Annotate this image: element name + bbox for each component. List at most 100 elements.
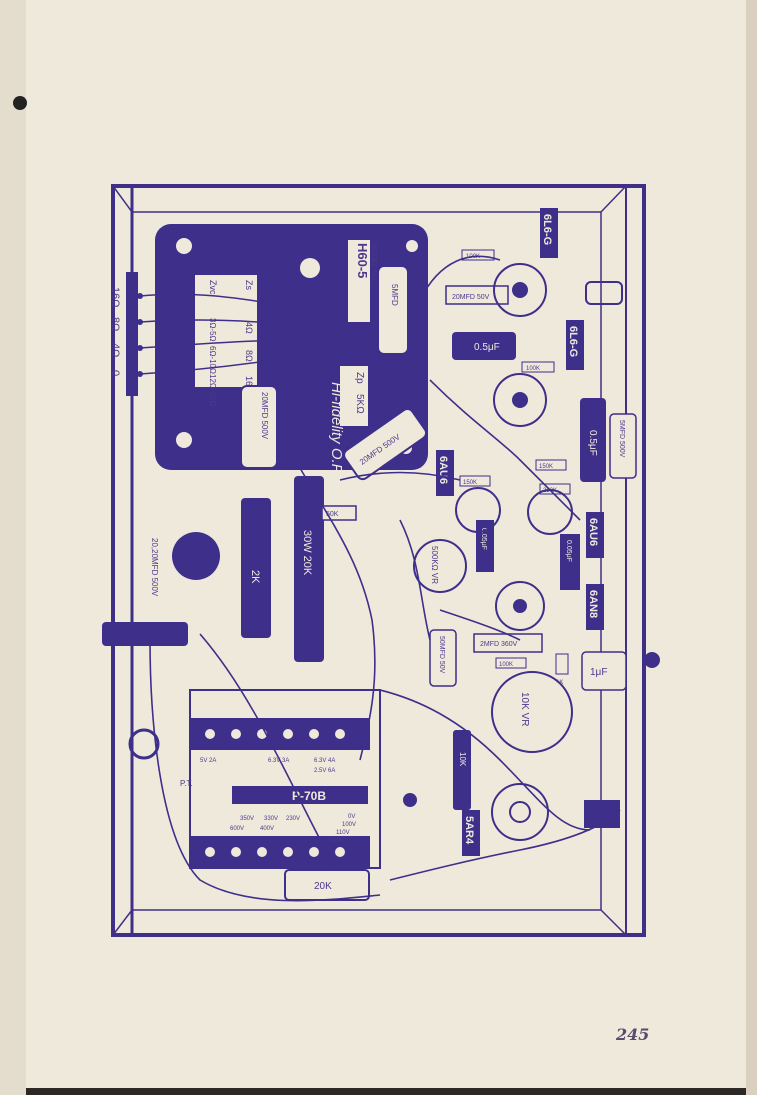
resistor-50k: 50K [321, 505, 357, 521]
pt-hv-1: 350V [240, 816, 254, 822]
resistor-30w-20k: 30W 20K [294, 476, 324, 662]
svg-text:100K: 100K [499, 662, 513, 668]
tube-label-6au6-a: 6AU6 [436, 450, 454, 496]
terminal-0: 0 [109, 370, 121, 376]
page-paper [26, 0, 746, 1088]
capacitor-0-5uf-b: 0.5μF [580, 398, 606, 482]
svg-text:2K: 2K [249, 570, 261, 584]
tube-label-6an8: 6AN8 [586, 584, 604, 630]
capacitor-20mfd-500v-a: 20MFD 500V [240, 385, 278, 469]
transformer-model: H60-5 [355, 243, 370, 278]
svg-text:6L6-G: 6L6-G [567, 326, 579, 357]
table-range-1: 3Ω-5Ω [208, 318, 217, 342]
svg-text:100K: 100K [526, 366, 540, 372]
tube-label-6au6-b: 6AU6 [586, 512, 604, 558]
tube-socket-6l6-b [493, 373, 547, 427]
resistor-100k-c: 100K [495, 657, 527, 669]
transformer-impedance-table: Zs Zvc 4Ω 8Ω 16Ω 3Ω-5Ω 6Ω-10Ω 12Ω-20Ω [208, 280, 254, 406]
svg-text:6L6-G: 6L6-G [541, 214, 553, 245]
tube-socket-6au6-a [455, 487, 501, 533]
svg-text:150K: 150K [463, 480, 477, 486]
transformer-model-label: MODEL NO. [370, 243, 377, 282]
pt-pri-4: 120V [330, 838, 344, 844]
table-ohm-2: 8Ω [244, 350, 254, 362]
capacitor-0-05uf-a: 0.05μF [476, 520, 494, 572]
resistor-150k-b: 150K [535, 459, 567, 471]
output-terminal-strip: 16Ω 8Ω 4Ω 0 [109, 272, 301, 396]
zp-label: Zp [354, 372, 365, 384]
pt-sec-2: 6.3V 3A [268, 758, 289, 764]
capacitor-20mfd-50v: 20MFD 50V [445, 285, 509, 305]
svg-text:150K: 150K [539, 464, 553, 470]
pt-pri-2: 100V [342, 822, 356, 828]
svg-text:0.5μF: 0.5μF [587, 430, 598, 456]
svg-text:0.05μF: 0.05μF [565, 540, 572, 562]
svg-text:6AU6: 6AU6 [437, 456, 449, 484]
transformer-type: Hi-fidelity O.P.T. [328, 382, 345, 488]
page-number: 245 [615, 1025, 649, 1044]
resistor-100k-b: 100K [521, 361, 555, 373]
resistor-150k-a: 150K [459, 475, 491, 487]
svg-text:6AN8: 6AN8 [587, 590, 599, 618]
svg-text:0.05μF: 0.05μF [480, 528, 487, 550]
next-page-edge [746, 0, 757, 1095]
capacitor-2mfd-360v: 2MFD 360V [473, 633, 543, 653]
svg-text:20MFD 500V: 20MFD 500V [260, 392, 269, 440]
pt-hv-4: 400V [260, 826, 274, 832]
capacitor-5mfd: 5MFD [377, 265, 409, 355]
pt-hv-5: 600V [230, 826, 244, 832]
tube-socket-6l6-a [493, 263, 547, 317]
terminal-16: 16Ω [109, 287, 121, 307]
chassis-diagram [111, 184, 646, 937]
svg-text:5MFD: 5MFD [390, 284, 399, 306]
svg-text:20K: 20K [314, 881, 332, 892]
svg-text:500KΩ VR: 500KΩ VR [430, 546, 439, 584]
terminal-8: 8Ω [109, 317, 121, 331]
tube-label-6l6-a: 6L6-G [540, 208, 558, 258]
pt-sec-3: 6.3V 4A [314, 758, 335, 764]
table-range-3: 12Ω-20Ω [208, 374, 217, 406]
resistor-10k: 10K [453, 730, 471, 810]
svg-text:6AU6: 6AU6 [587, 518, 599, 546]
svg-text:5MFD 500V: 5MFD 500V [618, 420, 625, 458]
capacitor-50mfd-50v: 50MFD 50V [429, 629, 457, 687]
filter-cap-note: 20,20MFD 500V [150, 538, 159, 597]
pt-pri-1: 0V [348, 814, 355, 820]
svg-text:10K: 10K [458, 752, 467, 767]
tube-socket-6an8 [495, 581, 545, 631]
resistor-2k: 2K [241, 498, 271, 638]
previous-page-edge [0, 0, 26, 1095]
potentiometer-500k: 500KΩ VR [413, 539, 467, 593]
table-range-2: 6Ω-10Ω [208, 346, 217, 374]
pt-hv-2: 330V [264, 816, 278, 822]
tube-label-6l6-b: 6L6-G [566, 320, 584, 370]
pt-sec-1: 5V 2A [200, 758, 216, 764]
tube-label-5ar4: 5AR4 [462, 810, 480, 856]
svg-text:10K VR: 10K VR [519, 692, 530, 726]
resistor-20k: 20K [284, 869, 370, 901]
capacitor-5mfd-500v: 5MFD 500V [609, 413, 637, 479]
svg-text:0.5μF: 0.5μF [474, 342, 500, 353]
capacitor-0-5uf-a: 0.5μF [452, 332, 516, 360]
pt-pri-3: 110V [336, 830, 350, 836]
tube-socket-5ar4 [491, 783, 549, 841]
table-ohm-3: 16Ω [244, 376, 254, 393]
svg-text:5AR4: 5AR4 [463, 816, 475, 845]
zs-label: Zs [244, 280, 254, 290]
pt-sec-4: 2.5V 6A [314, 768, 335, 774]
terminal-4: 4Ω [109, 343, 121, 357]
svg-text:50K: 50K [326, 511, 339, 518]
svg-text:30W 20K: 30W 20K [301, 530, 313, 576]
binding-hole [13, 96, 27, 110]
svg-text:50MFD 50V: 50MFD 50V [438, 636, 445, 674]
power-transformer-tag: P.T. [180, 779, 193, 788]
potentiometer-10k: 10K VR [491, 671, 573, 753]
svg-text:2MFD 360V: 2MFD 360V [480, 641, 518, 648]
pt-hv-3: 230V [286, 816, 300, 822]
capacitor-0-05uf-b: 0.05μF [560, 534, 580, 590]
table-ohm-1: 4Ω [244, 322, 254, 334]
svg-text:1μF: 1μF [590, 667, 607, 678]
zs-value: 5KΩ [354, 394, 365, 414]
power-transformer: P-70B P.T. 5V 2A 6.3V 3A 6.3V 4A 2.5V 6A… [180, 689, 381, 869]
